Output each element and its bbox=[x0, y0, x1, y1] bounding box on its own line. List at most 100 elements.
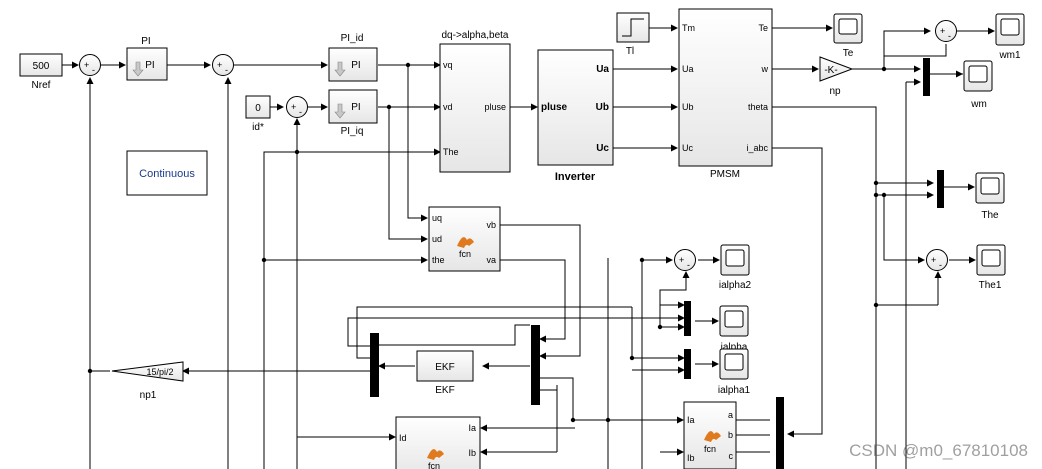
scope-ialpha[interactable]: ialpha bbox=[719, 305, 749, 353]
pmsm-ub: Ub bbox=[682, 102, 694, 112]
sum-minus: - bbox=[92, 65, 95, 75]
dq-alphabeta-block[interactable]: dq->alpha,beta vq vd The pluse bbox=[439, 30, 511, 173]
dq-in-vd: vd bbox=[443, 102, 453, 112]
dq-title: dq->alpha,beta bbox=[441, 30, 508, 41]
tl-step-block[interactable]: Tl bbox=[616, 12, 650, 57]
np1-text: 15/pi/2 bbox=[146, 367, 173, 377]
sum-minus: - bbox=[299, 107, 302, 117]
inverter-ua: Ua bbox=[596, 64, 609, 75]
inverter-label: Inverter bbox=[555, 171, 596, 183]
pi-id-block[interactable]: PI_id PI bbox=[328, 33, 378, 82]
pi-iq-block[interactable]: PI PI_iq bbox=[328, 89, 378, 137]
nref-constant-block[interactable]: 500 Nref bbox=[19, 53, 63, 91]
mux-ekf-out bbox=[370, 333, 379, 397]
sum-iq[interactable]: + - bbox=[212, 54, 234, 76]
matlab-fcn-icon bbox=[427, 449, 444, 460]
ekf-text: EKF bbox=[435, 362, 454, 373]
pmsm-w: w bbox=[761, 64, 769, 74]
pmsm-label: PMSM bbox=[710, 169, 740, 180]
subsystem-arrow-icon bbox=[334, 61, 346, 77]
fcn1-vb: vb bbox=[486, 220, 496, 230]
gain-np-block[interactable]: -K- np bbox=[819, 56, 854, 97]
mux-iabc bbox=[776, 397, 784, 469]
pmsm-uc: Uc bbox=[682, 143, 693, 153]
mux-ialpha bbox=[684, 301, 691, 336]
scope-wm1[interactable]: wm1 bbox=[995, 13, 1025, 61]
sum-minus: - bbox=[948, 31, 951, 41]
scope-the[interactable]: The bbox=[975, 172, 1005, 221]
tl-label: Tl bbox=[626, 46, 634, 57]
inverter-ub: Ub bbox=[596, 102, 609, 113]
sum-plus: + bbox=[217, 60, 222, 70]
nref-value: 500 bbox=[33, 61, 50, 72]
scope-the1-label: The1 bbox=[979, 280, 1002, 291]
sum-speed[interactable]: + - bbox=[79, 54, 101, 76]
pmsm-block[interactable]: Tm Ua Ub Uc Te w theta i_abc PMSM bbox=[678, 8, 773, 180]
gain-text: -K- bbox=[824, 65, 837, 76]
mux-ialpha1 bbox=[684, 349, 691, 379]
scope-wm-label: wm bbox=[970, 99, 987, 110]
scope-ialpha1[interactable]: ialpha1 bbox=[718, 348, 751, 396]
fcn2-ib: Ib bbox=[468, 448, 476, 458]
sum-plus: + bbox=[84, 60, 89, 70]
fcn1-the: the bbox=[432, 255, 445, 265]
mux-wm bbox=[923, 58, 930, 96]
sum-wm1[interactable]: + - bbox=[935, 20, 957, 42]
inverter-block[interactable]: pluse Ua Ub Uc Inverter bbox=[537, 49, 614, 183]
id-ref-constant[interactable]: 0 id* bbox=[245, 95, 271, 133]
pmsm-te: Te bbox=[758, 23, 768, 33]
fcn-abc-block[interactable]: Ia Ib a b c fcn bbox=[683, 401, 737, 469]
fcn3-a: a bbox=[728, 410, 733, 420]
id-label: id* bbox=[252, 122, 264, 133]
id-value: 0 bbox=[255, 103, 261, 114]
inverter-in: pluse bbox=[541, 102, 568, 113]
pi-id-title: PI_id bbox=[341, 33, 364, 44]
fcn3-ib: Ib bbox=[687, 453, 695, 463]
fcn3-ia: Ia bbox=[687, 415, 695, 425]
fcn3-label: fcn bbox=[704, 444, 716, 454]
scope-wm1-label: wm1 bbox=[998, 50, 1021, 61]
fcn1-va: va bbox=[486, 255, 496, 265]
pi-speed-block[interactable]: PI PI bbox=[126, 36, 168, 81]
scope-ialpha-label: ialpha bbox=[721, 342, 748, 353]
pmsm-iabc: i_abc bbox=[746, 143, 768, 153]
sum-minus: - bbox=[225, 65, 228, 75]
fcn2-label: fcn bbox=[428, 461, 440, 469]
mux-bars[interactable] bbox=[370, 58, 944, 469]
matlab-fcn-icon bbox=[457, 237, 474, 248]
scope-te-label: Te bbox=[843, 48, 854, 59]
junction-dots bbox=[87, 62, 887, 423]
sum-the1[interactable]: + - bbox=[926, 249, 948, 271]
scope-the-label: The bbox=[981, 210, 999, 221]
pi-text: PI bbox=[145, 60, 154, 71]
subsystem-arrow-icon bbox=[132, 61, 144, 77]
continuous-powergui-block[interactable]: Continuous bbox=[126, 150, 208, 196]
pi-title: PI bbox=[141, 36, 150, 47]
gain-np1-block[interactable]: 15/pi/2 np1 bbox=[111, 361, 184, 401]
signal-lines bbox=[62, 24, 995, 469]
mux-ekf-in bbox=[531, 325, 540, 405]
scope-wm[interactable]: wm bbox=[963, 60, 993, 110]
np1-label: np1 bbox=[140, 390, 157, 401]
scope-ialpha2[interactable]: ialpha2 bbox=[719, 244, 752, 291]
ekf-block[interactable]: EKF EKF bbox=[416, 350, 474, 396]
scope-ialpha1-label: ialpha1 bbox=[718, 385, 751, 396]
matlab-fcn-icon bbox=[704, 431, 721, 442]
sum-id[interactable]: + - bbox=[286, 96, 308, 118]
fcn1-uq: uq bbox=[432, 213, 442, 223]
fcn2-id: Id bbox=[399, 433, 407, 443]
mux-the bbox=[937, 170, 944, 208]
fcn-dq-block[interactable]: uq ud the vb va fcn bbox=[428, 206, 501, 272]
fcn1-ud: ud bbox=[432, 234, 442, 244]
fcn-iab-block[interactable]: Id Ia Ib fcn bbox=[395, 416, 481, 469]
nref-label: Nref bbox=[32, 80, 51, 91]
sum-minus: - bbox=[939, 260, 942, 270]
sum-plus: + bbox=[291, 102, 296, 112]
dq-in-vq: vq bbox=[443, 60, 453, 70]
pi-iq-text: PI bbox=[351, 102, 360, 113]
sum-ialpha2[interactable]: + - bbox=[674, 249, 696, 271]
scope-te[interactable]: Te bbox=[833, 13, 863, 59]
inverter-uc: Uc bbox=[596, 143, 609, 154]
scope-the1[interactable]: The1 bbox=[976, 244, 1006, 291]
